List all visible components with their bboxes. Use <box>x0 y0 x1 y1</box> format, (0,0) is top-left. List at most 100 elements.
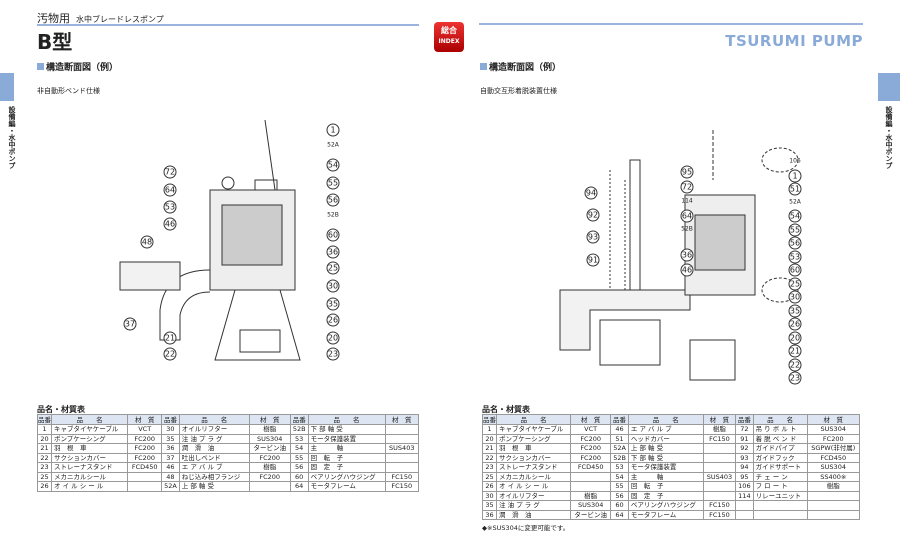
parts-table-title-right: 品名・材質表 <box>482 405 530 414</box>
category-heading: 汚物用水中ブレードレスポンプ <box>37 10 164 26</box>
side-tab-right[interactable] <box>878 73 900 101</box>
pump-diagram-right <box>559 130 799 381</box>
column-header: 品番 <box>161 414 180 425</box>
part-number: 60 <box>289 471 309 482</box>
part-number: 52B <box>289 424 309 435</box>
part-name: 潤 滑 油 <box>178 443 250 454</box>
callout-left: 64 <box>163 183 177 197</box>
part-number: 95 <box>735 471 754 482</box>
callout-left: 25 <box>326 261 340 275</box>
material: FC200 <box>248 471 291 482</box>
part-name: ガイドサポート <box>752 462 808 473</box>
callout-left: 46 <box>163 217 177 231</box>
callout-left: 30 <box>326 279 340 293</box>
part-number: 56 <box>610 490 629 501</box>
material <box>806 500 861 511</box>
part-name: エ ア バ ル ブ <box>627 424 704 435</box>
part-name: 注 油 プ ラ グ <box>495 500 572 511</box>
part-number: 46 <box>161 462 180 473</box>
callout-right: 72 <box>680 180 694 194</box>
callout-right: 35 <box>788 304 802 317</box>
part-number: 36 <box>482 509 497 520</box>
part-name: 上 部 軸 受 <box>627 443 704 454</box>
material: SUS304 <box>248 433 291 444</box>
material <box>702 490 737 501</box>
side-tab-left[interactable] <box>0 73 14 101</box>
header-rule-right <box>479 23 863 25</box>
column-header: 品番 <box>289 414 309 425</box>
part-name: 主 軸 <box>307 443 386 454</box>
column-header: 品番 <box>37 414 52 425</box>
part-name: 回 転 子 <box>307 452 386 463</box>
cross-section-diagrams <box>119 119 799 381</box>
material: FC200 <box>127 452 163 463</box>
callout-left: 60 <box>326 228 340 242</box>
column-header: 材 質 <box>384 414 420 425</box>
part-name: オ イ ル シ ー ル <box>50 481 129 492</box>
material: SUS304 <box>806 424 861 435</box>
column-header: 品 名 <box>495 414 572 425</box>
callout-right: 22 <box>788 358 802 371</box>
part-name: 下 部 軸 受 <box>307 424 386 435</box>
callout-right: 46 <box>680 263 694 277</box>
part-name: ストレーナスタンド <box>50 462 129 473</box>
material: SUS304 <box>806 462 861 473</box>
part-name: ベアリングハウジング <box>307 471 386 482</box>
column-header: 品 名 <box>178 414 250 425</box>
part-name: 吊 り ボ ル ト <box>752 424 808 435</box>
callout-right: 55 <box>788 223 802 236</box>
callout-right: 64 <box>680 209 694 223</box>
part-number: 64 <box>610 509 629 520</box>
callout-left: 1 <box>326 123 340 137</box>
material <box>384 424 420 435</box>
material <box>384 462 420 473</box>
page-title: B型 <box>37 30 73 54</box>
callout-left: 22 <box>163 347 177 361</box>
material: VCT <box>570 424 612 435</box>
column-header: 材 質 <box>127 414 163 425</box>
part-number: 20 <box>37 433 52 444</box>
callout-right: 52B <box>681 225 693 233</box>
material: FC200 <box>570 452 612 463</box>
index-sub: INDEX <box>438 38 460 45</box>
part-name: 羽 根 車 <box>50 443 129 454</box>
material: 樹脂 <box>702 424 737 435</box>
part-name: 潤 滑 油 <box>495 509 572 520</box>
part-name: ストレーナスタンド <box>495 462 572 473</box>
material: 樹脂 <box>570 490 612 501</box>
side-label-right: 設備編・水中ポンプ <box>885 106 893 169</box>
callout-right: 91 <box>586 253 600 267</box>
material: FC150 <box>384 481 420 492</box>
part-number <box>735 509 754 520</box>
material: FC200 <box>570 443 612 454</box>
part-name: サクションカバー <box>495 452 572 463</box>
material <box>384 433 420 444</box>
column-header: 品 名 <box>50 414 129 425</box>
part-name: メカニカルシール <box>495 471 572 482</box>
part-name: オイルリフター <box>178 424 250 435</box>
material <box>702 481 737 492</box>
part-number: 94 <box>735 462 754 473</box>
part-number: 21 <box>482 443 497 454</box>
section-heading-left: 構造断面図（例） <box>37 60 118 73</box>
callout-left: 56 <box>326 193 340 207</box>
callout-right: 54 <box>788 209 802 223</box>
part-number: 25 <box>482 471 497 482</box>
part-name: オイルリフター <box>495 490 572 501</box>
part-number: 37 <box>161 452 180 463</box>
table-header-row: 品番品 名材 質品番品 名材 質品番品 名材 質 <box>482 414 861 425</box>
callout-right: 21 <box>788 344 802 358</box>
pump-diagram-left <box>119 119 301 361</box>
callout-right: 53 <box>788 250 802 263</box>
